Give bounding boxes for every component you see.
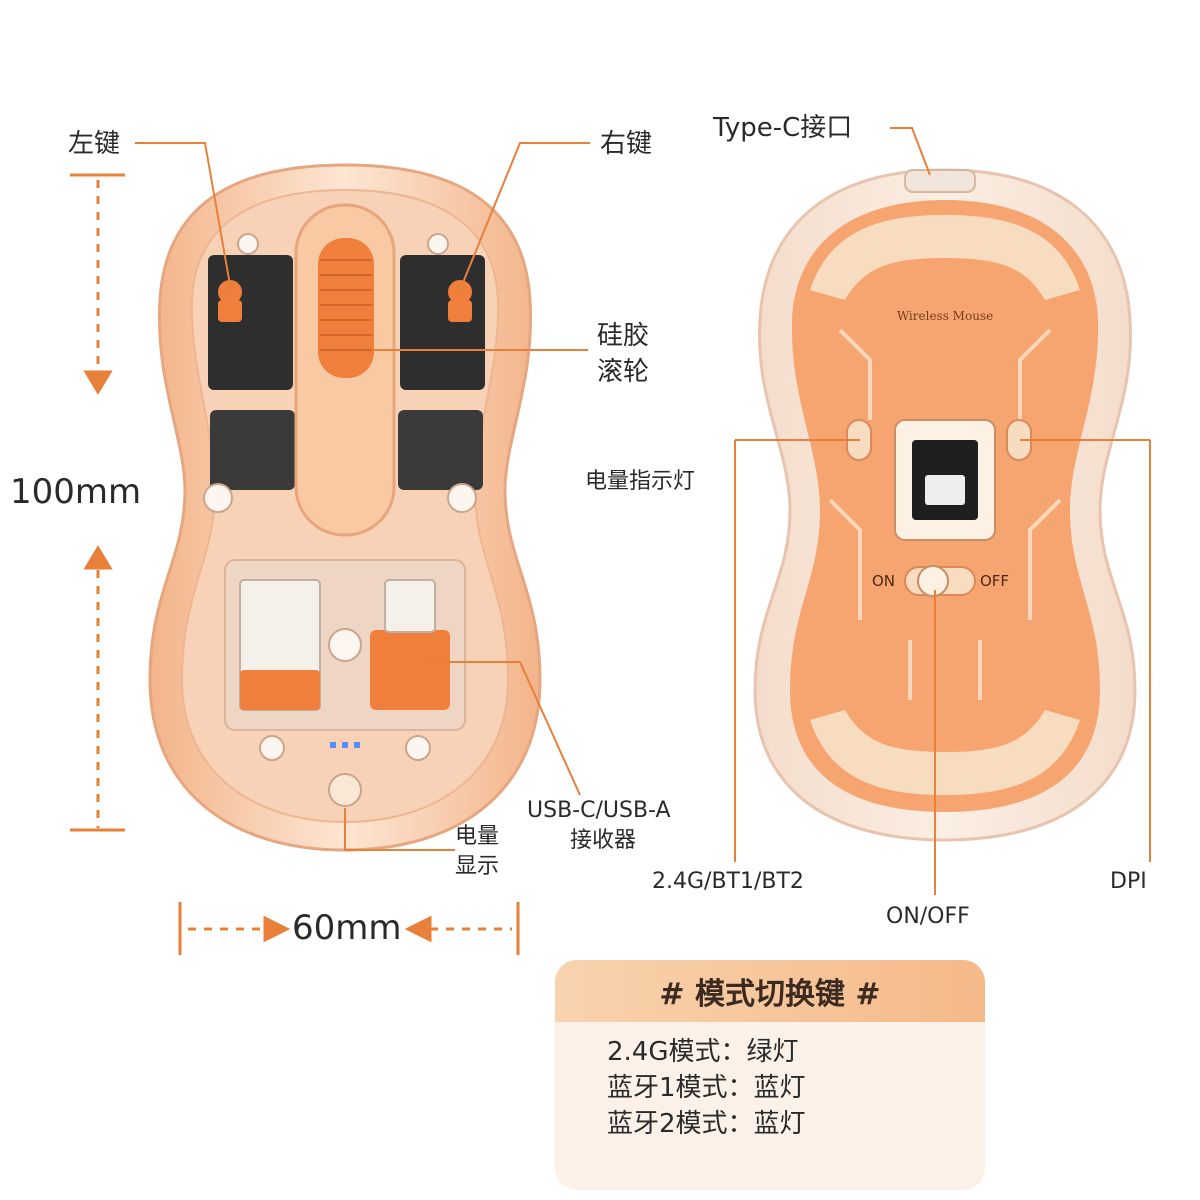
glide-foot-bottom <box>810 710 1080 795</box>
mouse-top-view <box>148 163 542 852</box>
label-battery-display-1: 电量 <box>455 824 500 849</box>
mode-row-24g: 2.4G模式：绿灯 <box>607 1037 799 1067</box>
silicone-scroll-wheel <box>318 238 374 378</box>
left-switch <box>218 280 242 322</box>
label-right-button: 右键 <box>600 129 653 159</box>
circuit-lines <box>828 328 1062 700</box>
usb-a-orange-tab <box>240 670 320 710</box>
underside-brand-text: Wireless Mouse <box>897 309 993 323</box>
mode-row-bt1: 蓝牙1模式：蓝灯 <box>607 1073 806 1103</box>
label-battery-display-2: 显示 <box>455 854 500 879</box>
power-switch-knob <box>917 565 949 597</box>
label-receiver-2: 接收器 <box>570 828 637 853</box>
height-dimension-label: 100mm <box>10 472 142 512</box>
label-scroll-wheel-1: 硅胶 <box>597 321 650 351</box>
usb-c-top <box>384 579 436 633</box>
label-battery-indicator: 电量指示灯 <box>585 469 696 494</box>
label-left-button: 左键 <box>68 129 121 159</box>
height-dimension <box>70 173 125 832</box>
pcb-mid-left <box>210 410 295 490</box>
right-switch <box>448 280 472 322</box>
battery-display-leds <box>330 742 360 748</box>
glide-foot-top <box>810 215 1080 300</box>
usb-c-receiver <box>370 630 450 710</box>
label-mode-switch: 2.4G/BT1/BT2 <box>652 869 804 894</box>
type-c-port <box>904 169 976 193</box>
center-post <box>328 628 362 662</box>
mode-switch-card: # 模式切换键 # 2.4G模式：绿灯 蓝牙1模式：蓝灯 蓝牙2模式：蓝灯 <box>555 960 985 1190</box>
mouse-bottom-view: Wireless Mouse <box>753 168 1137 842</box>
mode-card-title: # 模式切换键 # <box>555 960 985 1022</box>
pcb-right <box>400 255 485 390</box>
scroll-wheel-ridges <box>320 259 372 351</box>
screws <box>203 233 477 761</box>
width-dimension <box>178 902 520 955</box>
battery-display-window <box>328 773 362 807</box>
switch-on-label: ON <box>872 572 895 590</box>
pcb-left <box>208 255 293 390</box>
switch-off-label: OFF <box>980 572 1009 590</box>
label-scroll-wheel-2: 滚轮 <box>597 357 650 387</box>
mode-row-bt2: 蓝牙2模式：蓝灯 <box>607 1109 806 1139</box>
label-power-switch: ON/OFF <box>886 904 970 929</box>
label-dpi: DPI <box>1110 869 1147 894</box>
pcb-mid-right <box>398 410 483 490</box>
leader-lines <box>135 127 1151 895</box>
label-receiver-1: USB-C/USB-A <box>527 798 671 823</box>
label-type-c-port: Type-C接口 <box>713 113 853 143</box>
width-dimension-label: 60mm <box>292 908 402 948</box>
